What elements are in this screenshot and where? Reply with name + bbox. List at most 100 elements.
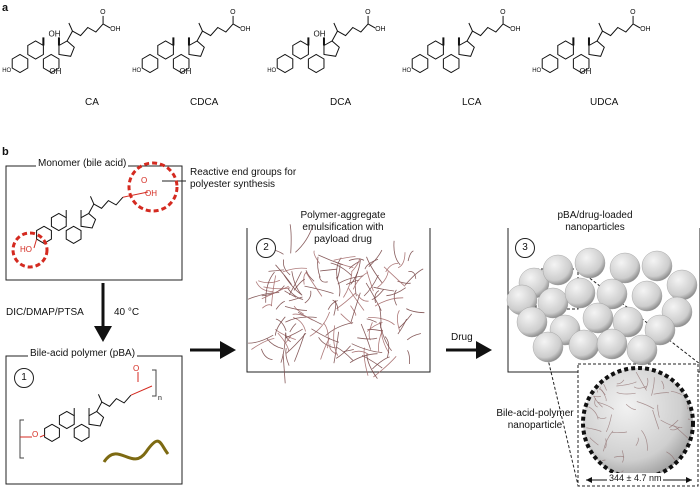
- nanoparticle-texture-strand: [616, 392, 636, 395]
- steroid-ring: [11, 53, 29, 74]
- polymer-fiber: [318, 337, 336, 349]
- steroid-ring: [411, 53, 429, 74]
- polymer-fiber: [304, 285, 334, 294]
- molecule-dca: O OH HO OH: [267, 9, 385, 74]
- side-chain: [88, 196, 124, 214]
- nanoparticle-texture-strand: [603, 430, 614, 452]
- steroid-ring: [172, 53, 190, 74]
- nanoparticle-texture-strand: [597, 416, 607, 419]
- polymer-fiber: [284, 290, 297, 298]
- polymer-fiber: [275, 318, 287, 332]
- polymer-fiber: [333, 331, 339, 364]
- side-chain: [196, 23, 234, 42]
- side-methyl: [68, 22, 73, 32]
- polymer-fiber: [255, 281, 274, 292]
- polymer-fiber: [258, 279, 281, 284]
- carbonyl-o-label: O: [630, 9, 636, 16]
- polymer-fiber: [313, 250, 320, 264]
- polymer-fiber: [378, 329, 383, 353]
- polymer-fiber: [311, 328, 340, 343]
- polymer-fiber: [366, 354, 378, 379]
- molecule-name-udca: UDCA: [590, 97, 619, 108]
- nanoparticle-caption-line2: nanoparticles: [565, 222, 625, 233]
- carbonyl-o-label: O: [365, 9, 371, 16]
- acid-oh-label: OH: [640, 26, 651, 33]
- carbonyl-o-label: O: [100, 9, 106, 16]
- steroid-ring-d: [188, 40, 205, 57]
- reactive-note-line2: polyester synthesis: [190, 179, 276, 190]
- polymer-fiber: [320, 268, 337, 272]
- polymer-fiber: [357, 294, 369, 302]
- nanoparticle-caption: pBA/drug-loaded nanoparticles: [530, 210, 660, 234]
- step-1-badge: 1: [14, 368, 34, 388]
- polymer-fiber: [386, 287, 406, 297]
- size-label: 344 ± 4.7 nm: [607, 473, 664, 483]
- steroid-ring: [307, 53, 325, 74]
- polymer-fiber: [327, 300, 338, 310]
- nanoparticle-sphere: [609, 252, 641, 284]
- nanoparticle-texture-strand: [652, 409, 660, 430]
- nanoparticle-texture-strand: [601, 389, 607, 402]
- nanoparticle-texture-strand: [612, 431, 628, 434]
- polymer-fiber: [268, 269, 284, 272]
- polymer-fiber: [285, 348, 290, 366]
- polymer-fiber: [305, 270, 315, 282]
- nanoparticle-sphere: [612, 306, 644, 338]
- nanoparticle-sphere: [641, 250, 673, 282]
- polymer-fiber: [379, 321, 392, 352]
- polymer-fiber: [336, 257, 342, 279]
- polymer-fiber: [366, 256, 383, 283]
- polymer-fiber: [396, 310, 401, 332]
- c3-ho-label: HO: [132, 68, 141, 74]
- polymer-fiber: [364, 258, 379, 270]
- polymer-fiber: [286, 332, 307, 354]
- steroid-ring-d: [458, 40, 475, 57]
- polymer-fiber: [406, 333, 421, 341]
- polymer-squiggle: [102, 439, 170, 463]
- polymer-fiber: [291, 271, 303, 296]
- polymer-fiber: [304, 290, 312, 304]
- polymer-fiber: [325, 322, 354, 336]
- polymer-fiber: [407, 350, 410, 365]
- down-arrow-head: [94, 326, 112, 342]
- c12-oh-label: OH: [313, 29, 325, 38]
- steroid-ring: [65, 225, 82, 244]
- carboxyl-highlight-circle: [127, 161, 179, 213]
- polymer-fiber: [288, 296, 303, 302]
- emulsion-caption-line2: emulsification with: [302, 222, 384, 233]
- polymer-fiber: [373, 356, 397, 378]
- c3-ho-label: HO: [402, 68, 411, 74]
- side-chain: [596, 23, 634, 42]
- monomer-title: Monomer (bile acid): [36, 158, 129, 169]
- acid-oh-label: OH: [240, 26, 251, 33]
- polymer-fiber: [366, 270, 374, 292]
- steroid-ring: [541, 53, 559, 74]
- polymer-fiber: [373, 286, 395, 292]
- polymer-fiber: [350, 259, 361, 285]
- nanoparticle-texture-strand: [616, 379, 625, 385]
- nanoparticle-texture-strand: [613, 455, 625, 458]
- steroid-ring-d: [323, 40, 340, 57]
- polymer-fiber: [371, 289, 384, 300]
- carbonyl-o-label: O: [500, 9, 506, 16]
- polymer-fiber: [361, 354, 383, 369]
- panel-a-letter: a: [2, 2, 9, 14]
- nanoparticle-sphere: [644, 314, 676, 346]
- side-chain: [331, 23, 369, 42]
- steroid-ring: [141, 53, 159, 74]
- polymer-structure: [19, 369, 170, 463]
- polymer-fiber: [294, 333, 305, 362]
- acid-bond: [232, 23, 241, 29]
- nanoparticle-sphere: [626, 334, 658, 366]
- steroid-ring: [58, 410, 75, 430]
- polymer-fiber: [251, 338, 275, 350]
- nanoparticle-texture-strand: [597, 401, 615, 410]
- c3-ho-label: HO: [267, 68, 276, 74]
- c3-ho-label: HO: [532, 68, 541, 74]
- polymer-fiber: [262, 304, 273, 309]
- polymer-fiber: [333, 300, 337, 316]
- acid-oh-label: OH: [375, 26, 386, 33]
- polymer-fiber: [385, 263, 399, 273]
